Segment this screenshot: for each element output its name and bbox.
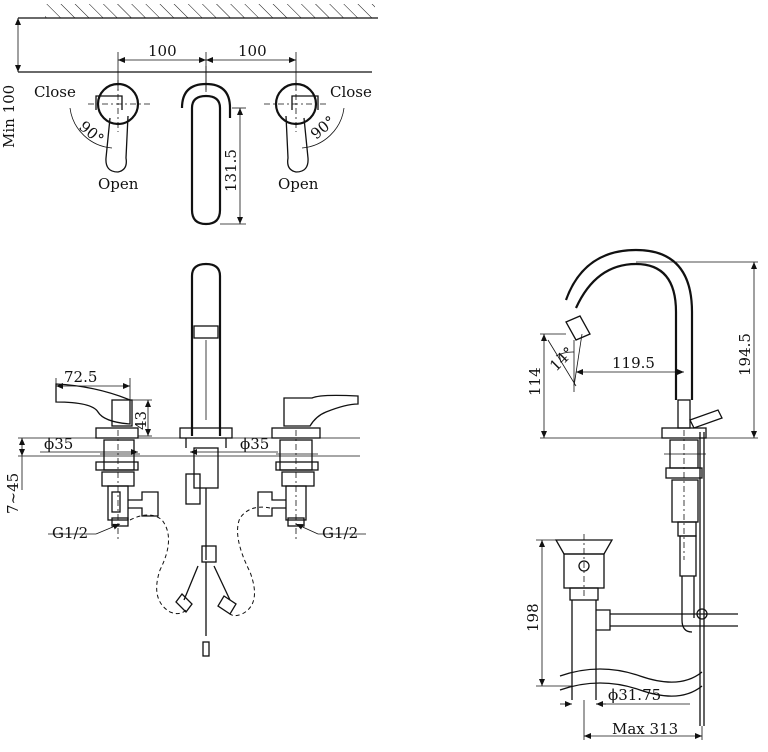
thread-right: G1/2 <box>322 524 358 542</box>
dim-max-depth: Max 313 <box>612 720 678 738</box>
dim-drain-dia: ϕ31.75 <box>608 686 661 704</box>
left-handle-front <box>55 383 159 540</box>
popup-drain <box>554 534 738 700</box>
label-open-right: Open <box>278 175 319 193</box>
top-view: Min 100 100 100 Close Open 90° <box>0 4 378 226</box>
spout-front <box>175 262 237 657</box>
dim-spout-length: 131.5 <box>222 149 240 192</box>
dim-spout-height: 114 <box>526 367 544 396</box>
label-close-right: Close <box>330 83 372 101</box>
dim-dia-right: ϕ35 <box>240 435 269 453</box>
dim-min-wall: Min 100 <box>0 85 18 148</box>
label-close-left: Close <box>34 83 76 101</box>
right-handle-front <box>257 394 359 540</box>
dim-dia-left: ϕ35 <box>44 435 73 453</box>
dim-reach: 119.5 <box>612 354 655 372</box>
dim-handle-length: 72.5 <box>64 368 97 386</box>
front-view: 72.5 43 ϕ35 ϕ35 7~45 G1/2 G1/2 <box>4 262 366 657</box>
thread-left: G1/2 <box>52 524 88 542</box>
dim-angle: 14° <box>546 343 578 375</box>
dim-handle-height: 43 <box>132 411 150 430</box>
spout-top: 131.5 <box>180 66 246 226</box>
dim-deck-thickness: 7~45 <box>4 473 22 514</box>
left-handle-top: Close Open 90° <box>34 80 150 193</box>
gooseneck-outer <box>574 262 678 400</box>
hose-right <box>227 506 271 617</box>
label-open-left: Open <box>98 175 139 193</box>
right-handle-top: Close Open 90° <box>264 80 372 193</box>
dim-spacing-left: 100 <box>148 42 177 60</box>
dim-spacing-right: 100 <box>238 42 267 60</box>
dim-total-height: 194.5 <box>736 333 754 376</box>
side-view: 14° 119.5 114 194.5 198 ϕ31.75 Max 313 <box>524 248 758 740</box>
angle-left: 90° <box>75 117 107 148</box>
gooseneck-inner <box>564 248 694 400</box>
hose-left <box>129 514 187 615</box>
wall-hatch <box>45 4 375 18</box>
dim-drain-height: 198 <box>524 603 542 632</box>
